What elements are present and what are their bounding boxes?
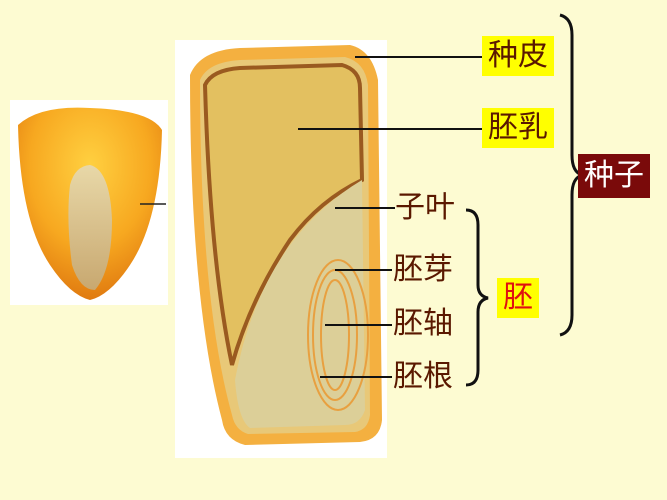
label-endosperm: 胚乳 [482,108,554,148]
label-plumule: 胚芽 [393,252,453,287]
label-radicle: 胚根 [393,359,453,394]
whole-kernel [10,100,168,305]
leader-lines [298,56,482,378]
label-cotyledon: 子叶 [395,190,455,225]
label-hypocotyl: 胚轴 [393,306,453,341]
kernel-section [175,40,387,458]
label-seed: 种子 [578,154,650,198]
label-embryo: 胚 [497,278,539,318]
embryo-bracket [465,208,489,387]
label-seed-coat: 种皮 [482,36,554,76]
